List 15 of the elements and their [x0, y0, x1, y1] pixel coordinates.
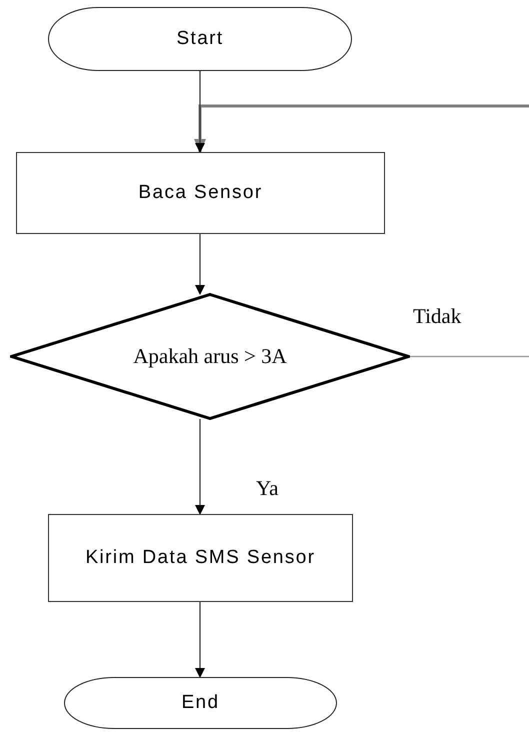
node-label: End [181, 692, 220, 714]
node-label: Kirim Data SMS Sensor [85, 547, 316, 569]
node-label: Start [176, 28, 224, 50]
arrow [194, 104, 529, 153]
process-box [16, 152, 385, 234]
decision-diamond [10, 293, 410, 420]
terminal-shape [64, 677, 337, 729]
node-label: Apakah arus > 3A [133, 344, 287, 369]
terminal-shape [48, 7, 352, 71]
process-box [48, 514, 353, 602]
arrow [195, 234, 205, 295]
arrow [195, 419, 205, 515]
arrow [195, 602, 205, 678]
arrow [195, 71, 205, 153]
node-label: Baca Sensor [138, 182, 263, 204]
